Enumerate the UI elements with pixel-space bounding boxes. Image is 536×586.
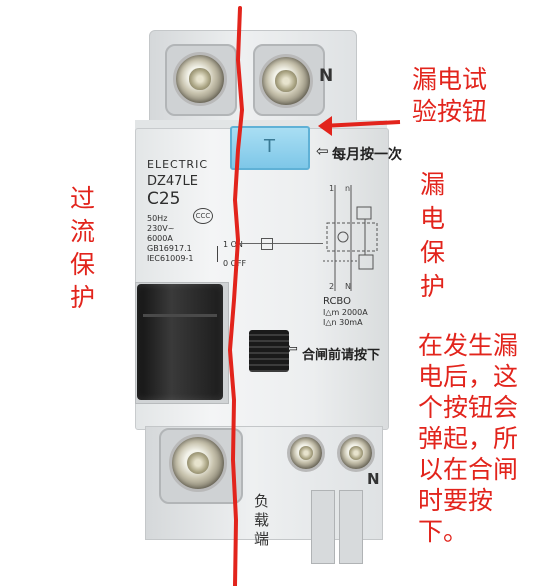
test-button-annotation: 漏电试 验按钮 (412, 64, 487, 128)
schematic-diagram: 1 n 2 N (323, 184, 378, 291)
annotation-line: 下。 (418, 517, 469, 546)
bottom-mid-screw-icon (287, 434, 325, 472)
switch-symbol-icon (217, 246, 222, 262)
bottom-right-screw-icon (337, 434, 375, 472)
idn-rating: I△n 30mA (323, 318, 363, 327)
annotation-line: 个按钮会 (418, 393, 519, 422)
annotation-line: 以在合闸 (418, 455, 519, 484)
rcbo-label: RCBO (323, 296, 351, 307)
load-end-annotation: 负载端 (254, 492, 270, 548)
bottom-left-screw-icon (169, 434, 227, 492)
reset-button[interactable] (249, 330, 289, 372)
monthly-press-label: 每月按一次 (332, 147, 402, 163)
spec-line: 6000A (147, 234, 173, 243)
specs-block: 50Hz 230V~ 6000A GB16917.1 IEC61009-1 (147, 214, 207, 264)
schematic-box-icon (261, 238, 273, 250)
test-button-t: T (264, 136, 275, 157)
terminal-prong (339, 490, 363, 564)
schematic-num-2: 2 (329, 282, 334, 291)
handle-grip (143, 314, 217, 317)
leakage-annotation: 漏电保护 (420, 170, 446, 301)
breaker-handle[interactable] (137, 284, 223, 400)
schematic-num-n: n (345, 184, 350, 193)
rating-text: C25 (147, 189, 181, 209)
annotation-line: 电后，这 (418, 362, 519, 391)
reset-press-label: 合闸前请按下 (302, 348, 381, 363)
test-button[interactable]: T (230, 126, 310, 170)
overcurrent-annotation: 过流保护 (70, 184, 96, 312)
top-left-screw-icon (173, 52, 227, 106)
popup-note-annotation: 在发生漏 电后，这 个按钮会 弹起，所 以在合闸 时要按 下。 (418, 330, 518, 547)
bottom-n-label: N (367, 470, 380, 488)
annotation-line: 漏电试 (412, 65, 488, 94)
schematic-num-1: 1 (329, 184, 334, 193)
schematic-lead (235, 243, 323, 244)
schematic-num-n2: N (345, 282, 351, 291)
top-n-label: N (319, 66, 334, 86)
spec-line: 230V~ (147, 224, 175, 233)
annotation-line: 验按钮 (412, 97, 488, 126)
spec-line: IEC61009-1 (147, 254, 194, 263)
im-rating: I△m 2000A (323, 308, 368, 317)
annotation-line: 时要按 (418, 486, 494, 515)
brand-text: ELECTRIC (147, 158, 208, 171)
spec-line: 50Hz (147, 214, 168, 223)
terminal-prong (311, 490, 335, 564)
annotation-line: 在发生漏 (418, 331, 519, 360)
breaker-body: N ELECTRIC DZ47LE C25 50Hz 230V~ 6000A G… (135, 28, 389, 564)
ccc-mark-icon: CCC (193, 208, 213, 224)
spec-line: GB16917.1 (147, 244, 192, 253)
annotation-line: 弹起，所 (418, 424, 519, 453)
reset-press-arrow-icon: ⇦ (286, 341, 298, 357)
top-right-screw-icon (259, 54, 313, 108)
monthly-press-arrow-icon: ⇦ (316, 142, 329, 160)
model-text: DZ47LE (147, 174, 198, 189)
switch-on-label: 1 ON (223, 240, 243, 249)
